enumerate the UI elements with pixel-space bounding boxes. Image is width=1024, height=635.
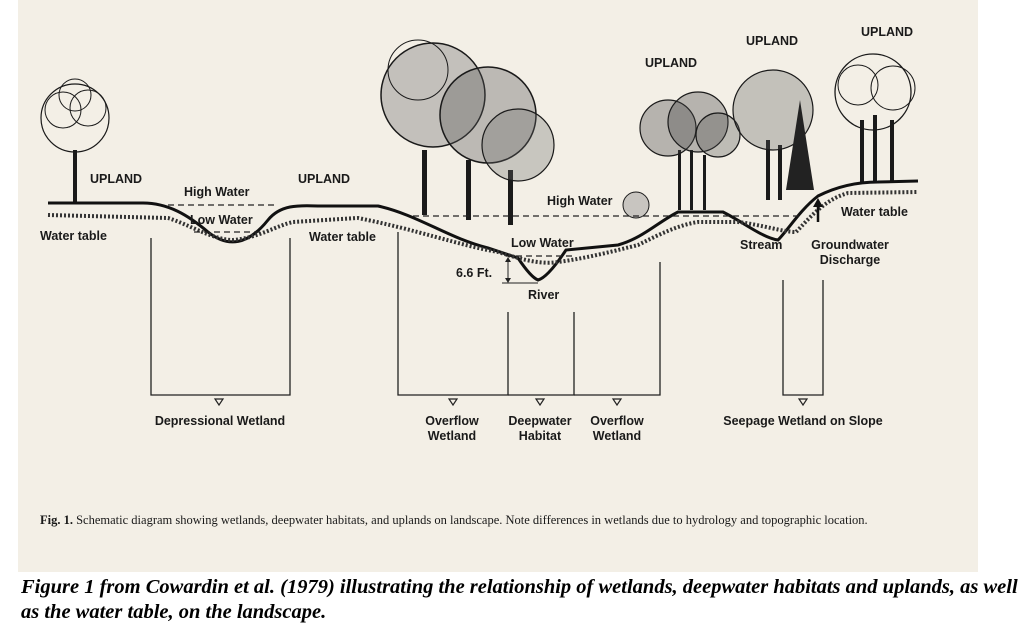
label-high-water-left: High Water [184,185,250,199]
depth-marker [502,257,538,284]
landscape-diagram [40,39,919,407]
outer-caption: Figure 1 from Cowardin et al. (1979) ill… [21,576,1018,623]
label-deepwater-habitat: Deepwater Habitat [508,414,572,443]
label-seepage-wetland: Seepage Wetland on Slope [723,414,883,428]
label-groundwater-discharge: Groundwater Discharge [811,238,889,267]
label-overflow-wetland-right: Overflow Wetland [590,414,644,443]
bracket-deepwater [508,312,575,396]
bracket-seepage [782,280,824,396]
label-low-water-left: Low Water [190,213,253,227]
tree-cluster-center [380,39,555,225]
label-river: River [528,288,560,302]
figure-caption-label: Fig. 1. [40,513,73,527]
label-upland-right-2: UPLAND [746,34,799,48]
figure-plate: UPLAND High Water Low Water Water table … [18,0,978,572]
tree-cluster-right-2 [732,69,814,200]
label-upland-right-1: UPLAND [645,56,698,70]
label-water-table-mid: Water table [309,230,376,244]
label-low-water-river: Low Water [511,236,574,250]
tree-cluster-right-3 [834,53,916,182]
tree-left [40,78,110,202]
label-water-table-left: Water table [40,229,107,243]
label-overflow-wetland-left: Overflow Wetland [425,414,479,443]
bracket-depressional [150,238,291,396]
bracket-overflow-left [397,232,509,396]
label-water-table-right: Water table [841,205,908,219]
label-upland-right-3: UPLAND [861,25,914,39]
label-depressional-wetland: Depressional Wetland [154,414,286,428]
label-depth: 6.6 Ft. [456,266,493,280]
label-stream: Stream [740,238,783,252]
figure-caption: Fig. 1. Schematic diagram showing wetlan… [40,513,960,528]
bracket-overflow-right [574,262,661,396]
tree-cluster-right-1 [622,91,741,219]
groundwater-arrow [813,198,823,222]
label-high-water-river: High Water [547,194,613,208]
label-upland-left: UPLAND [90,172,143,186]
label-upland-mid: UPLAND [298,172,351,186]
figure-caption-text: Schematic diagram showing wetlands, deep… [76,513,868,527]
